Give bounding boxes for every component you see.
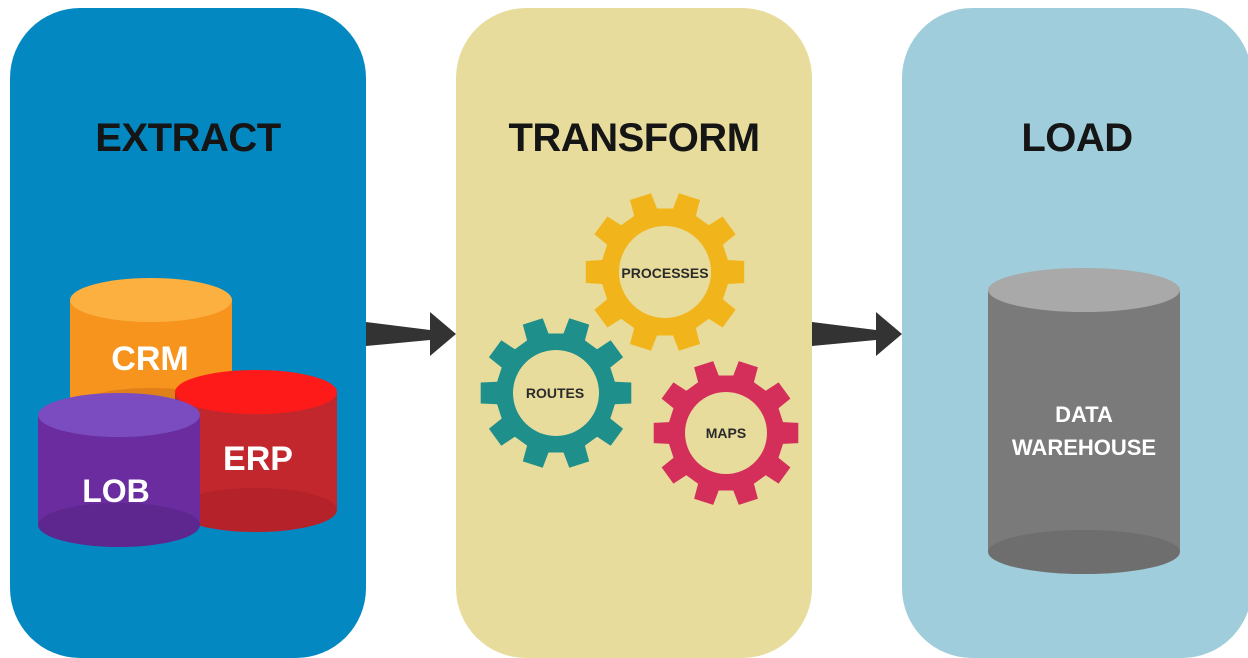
arrow-transform-to-load — [812, 312, 902, 356]
data-warehouse-icon: DATA WAREHOUSE — [988, 268, 1180, 574]
transform-title: TRANSFORM — [508, 116, 760, 160]
routes-gear-icon: ROUTES — [480, 318, 632, 468]
warehouse-label-line2: WAREHOUSE — [1012, 435, 1156, 460]
gear-routes-hole — [513, 350, 599, 436]
lob-database-icon: LOB — [38, 393, 200, 547]
processes-gear-shape — [585, 193, 745, 351]
arrow-extract-to-transform — [366, 312, 456, 356]
maps-gear-shape — [653, 361, 799, 505]
erp-database-icon: ERP — [175, 370, 337, 532]
gear-maps-hole — [685, 392, 767, 474]
maps-gear-icon: MAPS — [653, 361, 799, 505]
crm-label: CRM — [111, 340, 188, 378]
warehouse-label-line1: DATA — [1055, 402, 1113, 427]
maps-label: MAPS — [706, 425, 746, 441]
load-title: LOAD — [1021, 116, 1133, 160]
extract-title: EXTRACT — [95, 116, 281, 160]
routes-label: ROUTES — [526, 385, 584, 401]
lob-label: LOB — [82, 473, 150, 509]
transform-panel: TRANSFORM — [456, 8, 812, 658]
erp-label: ERP — [223, 440, 293, 478]
gear-processes-hole — [619, 226, 711, 318]
processes-label: PROCESSES — [621, 265, 708, 281]
processes-gear-icon: PROCESSES — [585, 193, 745, 351]
routes-gear-shape — [480, 318, 632, 468]
